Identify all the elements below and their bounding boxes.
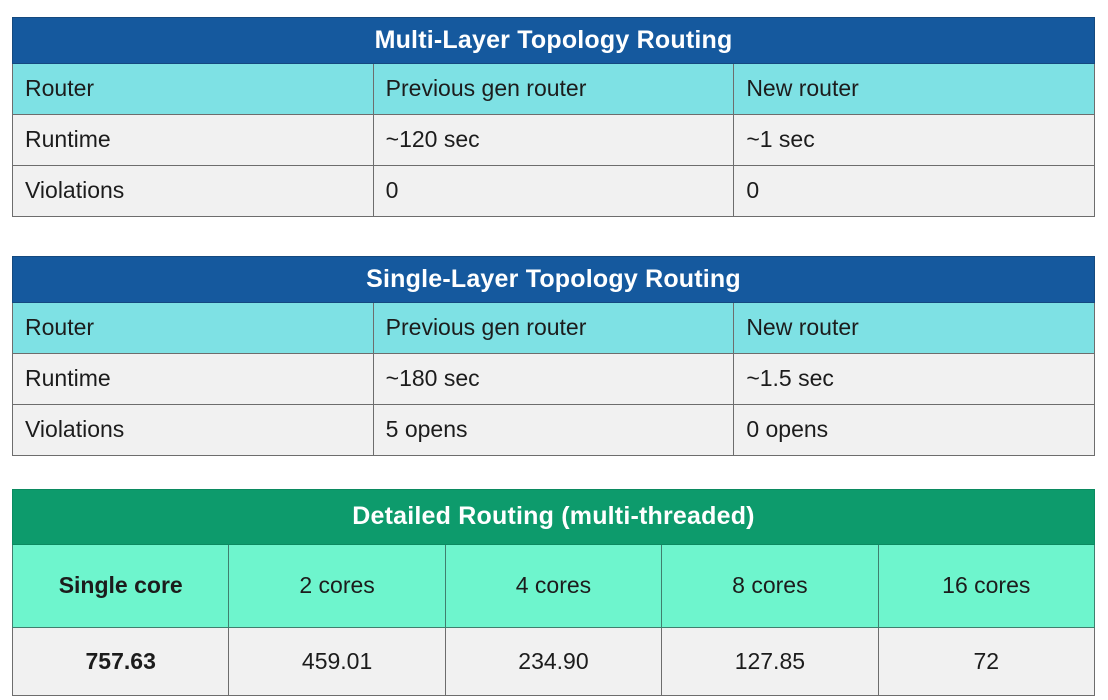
column-header-router: Router [12,302,374,354]
column-header-new-router: New router [733,302,1095,354]
data-table: Detailed Routing (multi-threaded) Single… [11,489,1096,696]
table-title-row: Multi-Layer Topology Routing [12,17,1095,64]
table-title-row: Detailed Routing (multi-threaded) [12,489,1095,545]
table-row: 757.63 459.01 234.90 127.85 72 [11,627,1096,696]
column-header-4-cores: 4 cores [444,544,663,628]
column-header-previous-gen-router: Previous gen router [372,302,735,354]
cell-runtime-new: ~1 sec [733,114,1095,166]
column-header-new-router: New router [733,63,1095,115]
table-row: Runtime ~120 sec ~1 sec [12,114,1095,166]
row-label-runtime: Runtime [12,353,374,405]
table-header-row: Router Previous gen router New router [12,302,1095,354]
column-header-2-cores: 2 cores [228,544,446,628]
cell-runtime-new: ~1.5 sec [733,353,1095,405]
row-label-violations: Violations [12,404,374,456]
cell-violations-previous-gen: 0 [372,165,735,217]
table-row: Violations 0 0 [12,165,1095,217]
row-label-runtime: Runtime [12,114,374,166]
table-title-row: Single-Layer Topology Routing [12,256,1095,303]
column-header-previous-gen-router: Previous gen router [372,63,735,115]
table-header-row: Router Previous gen router New router [12,63,1095,115]
table-single-layer-topology-routing: Single-Layer Topology Routing Router Pre… [12,256,1095,456]
cell-violations-previous-gen: 5 opens [372,404,735,456]
cell-runtime-single-core: 757.63 [11,627,230,696]
table-header-row: Single core 2 cores 4 cores 8 cores 16 c… [11,544,1096,628]
table-title: Multi-Layer Topology Routing [12,17,1095,64]
cell-runtime-16-cores: 72 [877,627,1096,696]
column-header-router: Router [12,63,374,115]
cell-runtime-4-cores: 234.90 [444,627,663,696]
table-title: Detailed Routing (multi-threaded) [12,489,1095,545]
column-header-8-cores: 8 cores [661,544,879,628]
cell-runtime-8-cores: 127.85 [661,627,879,696]
row-label-violations: Violations [12,165,374,217]
cell-runtime-2-cores: 459.01 [228,627,446,696]
cell-runtime-previous-gen: ~120 sec [372,114,735,166]
column-header-16-cores: 16 cores [877,544,1096,628]
table-row: Runtime ~180 sec ~1.5 sec [12,353,1095,405]
table-title: Single-Layer Topology Routing [12,256,1095,303]
data-table: Multi-Layer Topology Routing Router Prev… [12,17,1095,217]
table-detailed-routing-multi-threaded: Detailed Routing (multi-threaded) Single… [11,489,1096,696]
column-header-single-core: Single core [11,544,230,628]
cell-violations-new: 0 [733,165,1095,217]
table-multi-layer-topology-routing: Multi-Layer Topology Routing Router Prev… [12,17,1095,217]
table-row: Violations 5 opens 0 opens [12,404,1095,456]
cell-runtime-previous-gen: ~180 sec [372,353,735,405]
data-table: Single-Layer Topology Routing Router Pre… [12,256,1095,456]
cell-violations-new: 0 opens [733,404,1095,456]
